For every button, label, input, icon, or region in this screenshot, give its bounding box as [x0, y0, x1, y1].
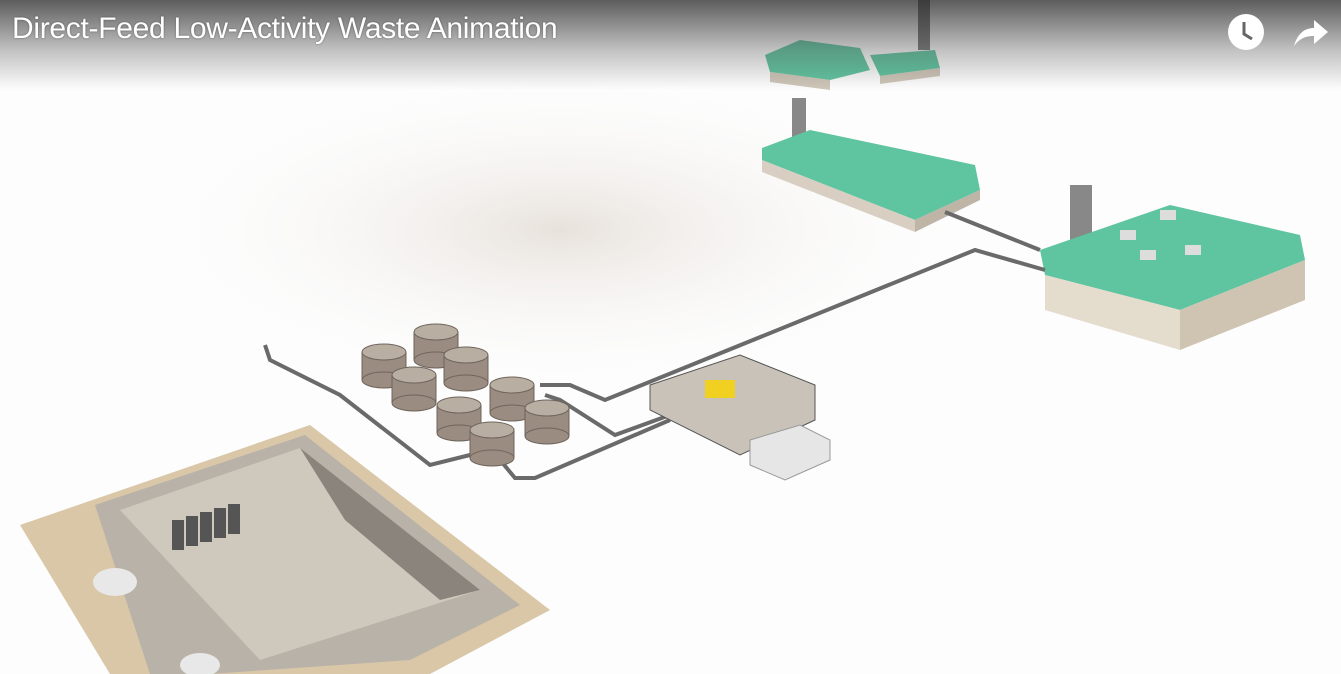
share-arrow-icon [1294, 20, 1328, 46]
watch-later-button[interactable] [1226, 12, 1266, 52]
disposal-trench [20, 425, 550, 674]
pipelines [263, 210, 1046, 480]
right-building [1040, 185, 1305, 350]
video-top-bar [0, 0, 1341, 90]
treatment-facility [649, 354, 831, 481]
clock-icon [1228, 14, 1264, 50]
video-title[interactable]: Direct-Feed Low-Activity Waste Animation [12, 12, 558, 45]
share-button[interactable] [1290, 12, 1330, 52]
storage-tanks [361, 323, 570, 467]
ground-shadow [140, 70, 980, 390]
